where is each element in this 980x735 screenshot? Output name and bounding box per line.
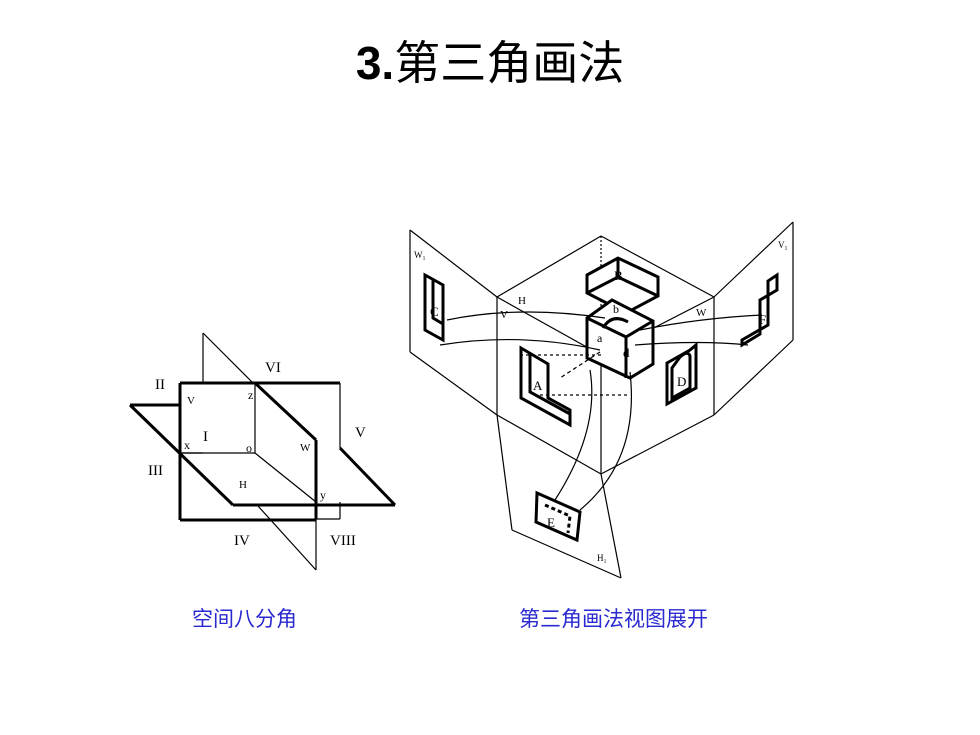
label-w1-panel: W₁	[414, 250, 426, 260]
label-h-plane: H	[239, 479, 247, 491]
caption-unfold: 第三角画法视图展开	[519, 607, 708, 631]
caption-octants: 空间八分角	[192, 607, 297, 631]
label-octant-II: II	[155, 377, 165, 393]
label-view-a: A	[533, 378, 543, 393]
label-octant-VIII: VIII	[330, 533, 356, 549]
title-number: 3.	[355, 37, 395, 89]
label-view-d: D	[677, 374, 686, 389]
title-text: 第三角画法	[394, 36, 625, 90]
unfold-diagram	[409, 221, 794, 579]
label-view-e: E	[547, 515, 555, 530]
page-title: 3.第三角画法	[0, 28, 980, 98]
label-h1-panel: H₁	[597, 553, 607, 563]
label-origin: o	[246, 441, 252, 455]
label-point-b: b	[613, 302, 619, 316]
label-z-axis: z	[248, 388, 253, 402]
octant-diagram	[128, 332, 397, 571]
label-x-axis: x	[184, 438, 190, 452]
label-octant-I: I	[203, 429, 208, 445]
label-view-f: F	[759, 312, 766, 327]
label-octant-III: III	[148, 463, 163, 479]
label-w-panel: W	[696, 307, 707, 319]
label-point-a: a	[597, 331, 603, 345]
label-octant-VI: VI	[265, 360, 281, 376]
label-octant-V: V	[355, 425, 366, 441]
label-point-d: d	[623, 345, 630, 360]
label-v-plane: V	[187, 395, 195, 407]
label-v1-panel: V₁	[778, 240, 788, 250]
unfold-labels: W₁ V₁ H V W H₁ A B C D E F a b d	[414, 240, 788, 563]
label-y-axis: y	[320, 488, 326, 502]
label-octant-IV: IV	[234, 533, 250, 549]
label-view-b: B	[614, 268, 623, 283]
label-view-c: C	[430, 304, 439, 319]
label-h-panel: H	[518, 295, 526, 307]
label-w-plane: W	[300, 442, 311, 454]
octant-labels: II VI V z x I o W V III H y IV VIII	[148, 360, 366, 549]
label-v-panel: V	[500, 309, 508, 321]
